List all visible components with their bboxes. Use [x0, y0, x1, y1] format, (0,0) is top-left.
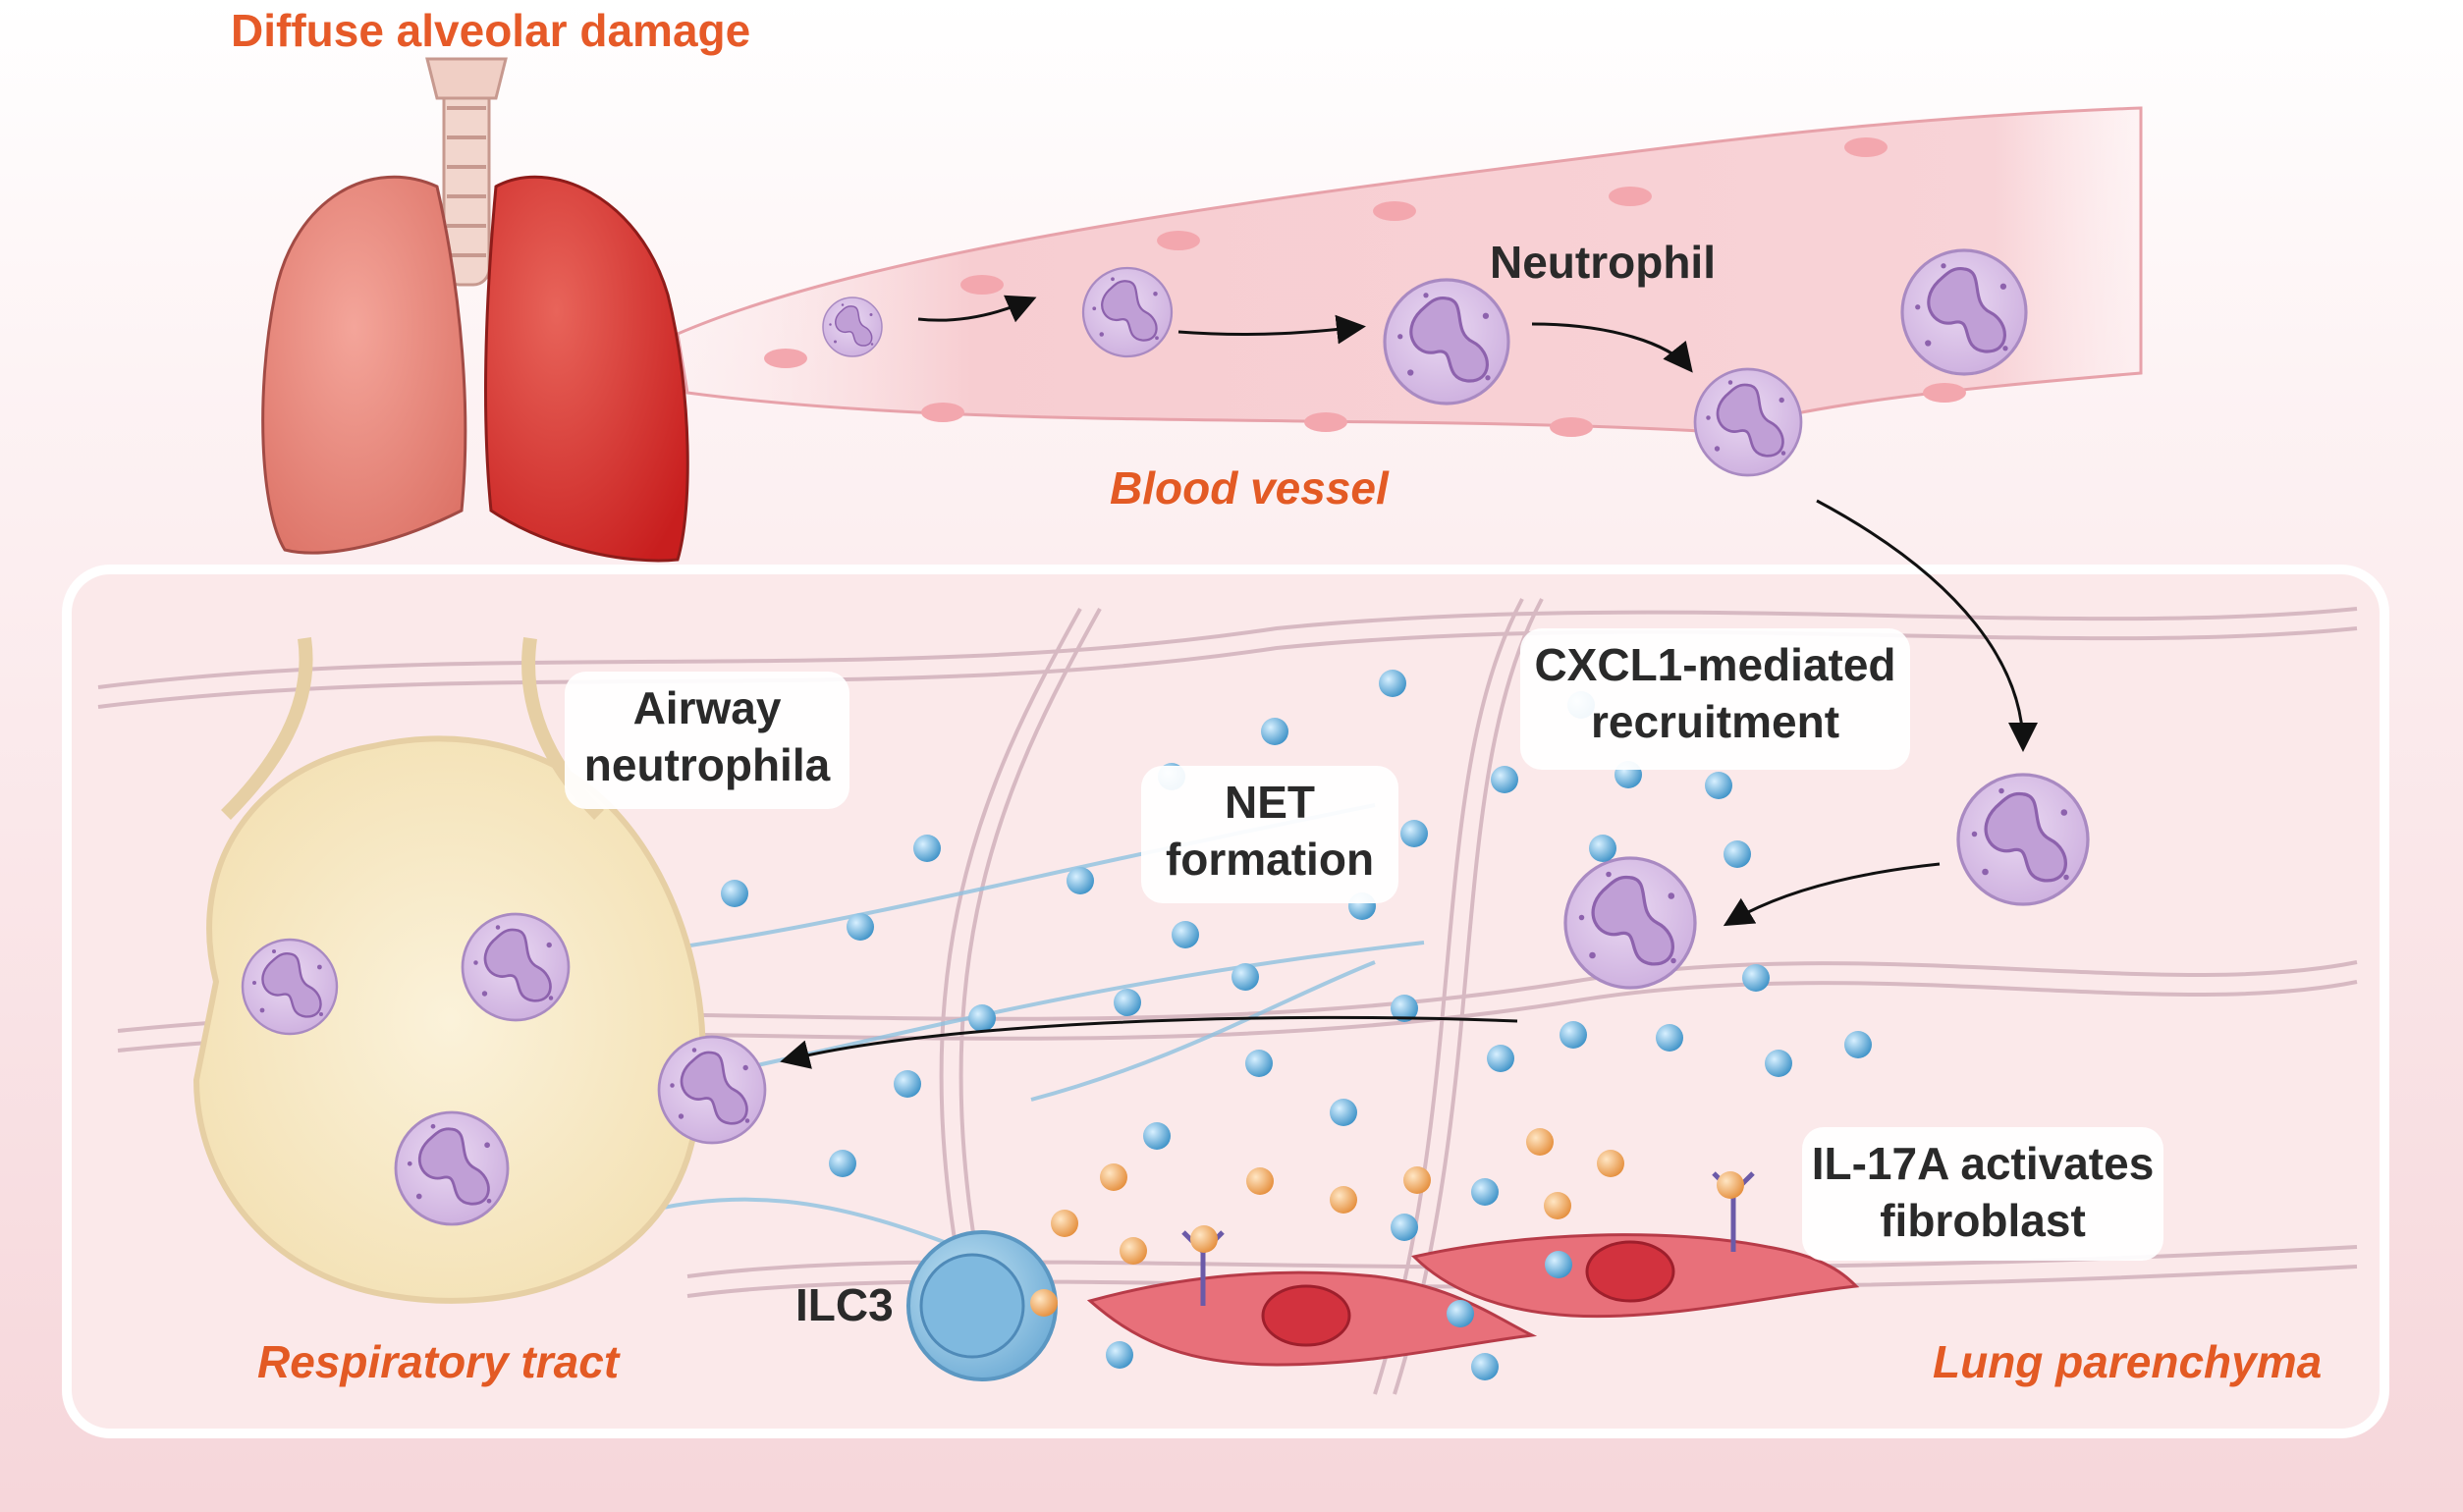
il17-line2: fibroblast — [1880, 1195, 2086, 1246]
page-title: Diffuse alveolar damage — [231, 5, 751, 56]
airway-line2: neutrophila — [583, 739, 831, 790]
blood-vessel — [676, 106, 2143, 437]
lung-parenchyma-label: Lung parenchyma — [1933, 1336, 2323, 1387]
cxcl1-line2: recruitment — [1590, 696, 1840, 747]
airway-neutrophila-box: Airway neutrophila — [565, 672, 849, 809]
ilc3-cell-icon — [906, 1230, 1058, 1381]
net-line2: formation — [1165, 834, 1375, 885]
airway-line1: Airway — [632, 682, 782, 733]
blood-vessel-label: Blood vessel — [1110, 462, 1389, 513]
il17a-fibroblast-box: IL-17A activates fibroblast — [1802, 1127, 2163, 1261]
neutrophil-label: Neutrophil — [1490, 237, 1716, 288]
net-formation-box: NET formation — [1141, 766, 1398, 903]
cxcl1-line1: CXCL1-mediated — [1534, 639, 1896, 690]
arrow-icon — [780, 295, 2038, 1069]
cxcl1-recruitment-box: CXCL1-mediated recruitment — [1520, 628, 1910, 770]
net-line1: NET — [1225, 777, 1315, 828]
lung-icon — [261, 57, 689, 563]
cytokine-dot-icon — [721, 670, 1872, 1380]
fibroblast-icon — [1086, 1233, 1860, 1367]
il17-line1: IL-17A activates — [1811, 1138, 2155, 1189]
respiratory-tract-label: Respiratory tract — [257, 1336, 620, 1387]
ilc3-label: ILC3 — [795, 1279, 894, 1330]
